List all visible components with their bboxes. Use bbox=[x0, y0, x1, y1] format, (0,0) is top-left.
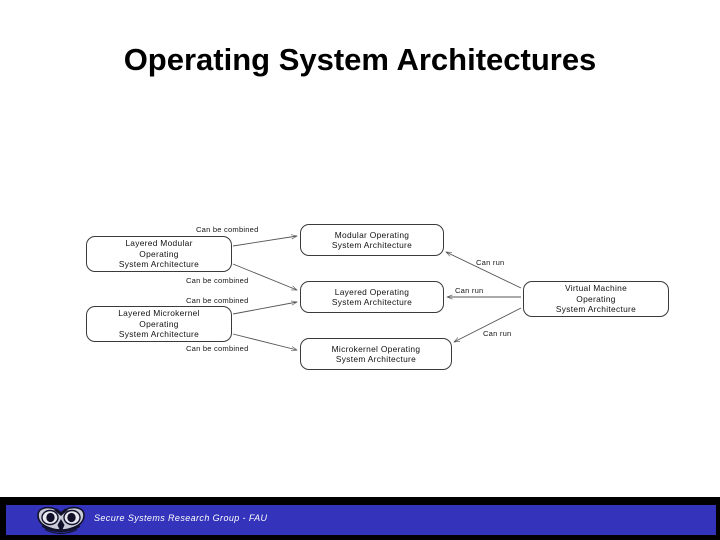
node-line: Layered Microkernel bbox=[118, 308, 200, 319]
edge-label-can-be-combined: Can be combined bbox=[186, 296, 249, 305]
edge-label-can-be-combined: Can be combined bbox=[186, 276, 249, 285]
edge-label-can-run: Can run bbox=[455, 286, 484, 295]
node-line: System Architecture bbox=[331, 297, 413, 307]
node-line: System Architecture bbox=[118, 329, 200, 340]
node-layered-microkernel-os[interactable]: Layered Microkernel Operating System Arc… bbox=[86, 306, 232, 342]
node-line: Modular Operating bbox=[334, 229, 410, 240]
diagram-connectors bbox=[232, 0, 522, 480]
node-line: System Architecture bbox=[335, 354, 417, 364]
node-line: Layered Modular bbox=[125, 238, 193, 249]
edge-layered-modular-to-modular bbox=[232, 236, 297, 247]
edge-layered-microkernel-to-microkernel bbox=[232, 333, 297, 350]
node-layered-modular-os[interactable]: Layered Modular Operating System Archite… bbox=[86, 236, 232, 272]
node-modular-os[interactable]: Modular Operating System Architecture bbox=[300, 224, 444, 256]
node-line: Microkernel Operating bbox=[331, 343, 421, 354]
edge-vm-to-modular bbox=[446, 251, 522, 289]
footer: Secure Systems Research Group - FAU bbox=[0, 497, 720, 540]
edge-label-can-run: Can run bbox=[476, 258, 505, 267]
edge-vm-to-microkernel bbox=[454, 307, 522, 343]
page-title: Operating System Architectures bbox=[123, 42, 597, 77]
node-line: System Architecture bbox=[118, 259, 200, 270]
node-line: Virtual Machine bbox=[564, 283, 628, 294]
architecture-diagram: Layered Modular Operating System Archite… bbox=[86, 0, 669, 480]
edge-layered-modular-to-layered bbox=[232, 263, 297, 291]
edge-label-can-be-combined: Can be combined bbox=[186, 344, 249, 353]
node-line: Operating bbox=[139, 318, 179, 329]
edge-label-can-be-combined: Can be combined bbox=[196, 225, 259, 234]
node-line: System Architecture bbox=[555, 304, 637, 315]
footer-text: Secure Systems Research Group - FAU bbox=[94, 513, 268, 523]
node-microkernel-os[interactable]: Microkernel Operating System Architectur… bbox=[300, 338, 452, 370]
node-line: Layered Operating bbox=[334, 286, 410, 297]
node-line: Operating bbox=[576, 293, 616, 304]
owl-logo-icon bbox=[37, 506, 85, 535]
edge-layered-microkernel-to-layered bbox=[232, 302, 297, 315]
node-virtual-machine-os[interactable]: Virtual Machine Operating System Archite… bbox=[523, 281, 669, 317]
node-layered-os[interactable]: Layered Operating System Architecture bbox=[300, 281, 444, 313]
footer-bar: Secure Systems Research Group - FAU bbox=[6, 505, 716, 535]
node-line: System Architecture bbox=[331, 240, 413, 250]
edge-label-can-run: Can run bbox=[483, 329, 512, 338]
node-line: Operating bbox=[139, 248, 179, 259]
